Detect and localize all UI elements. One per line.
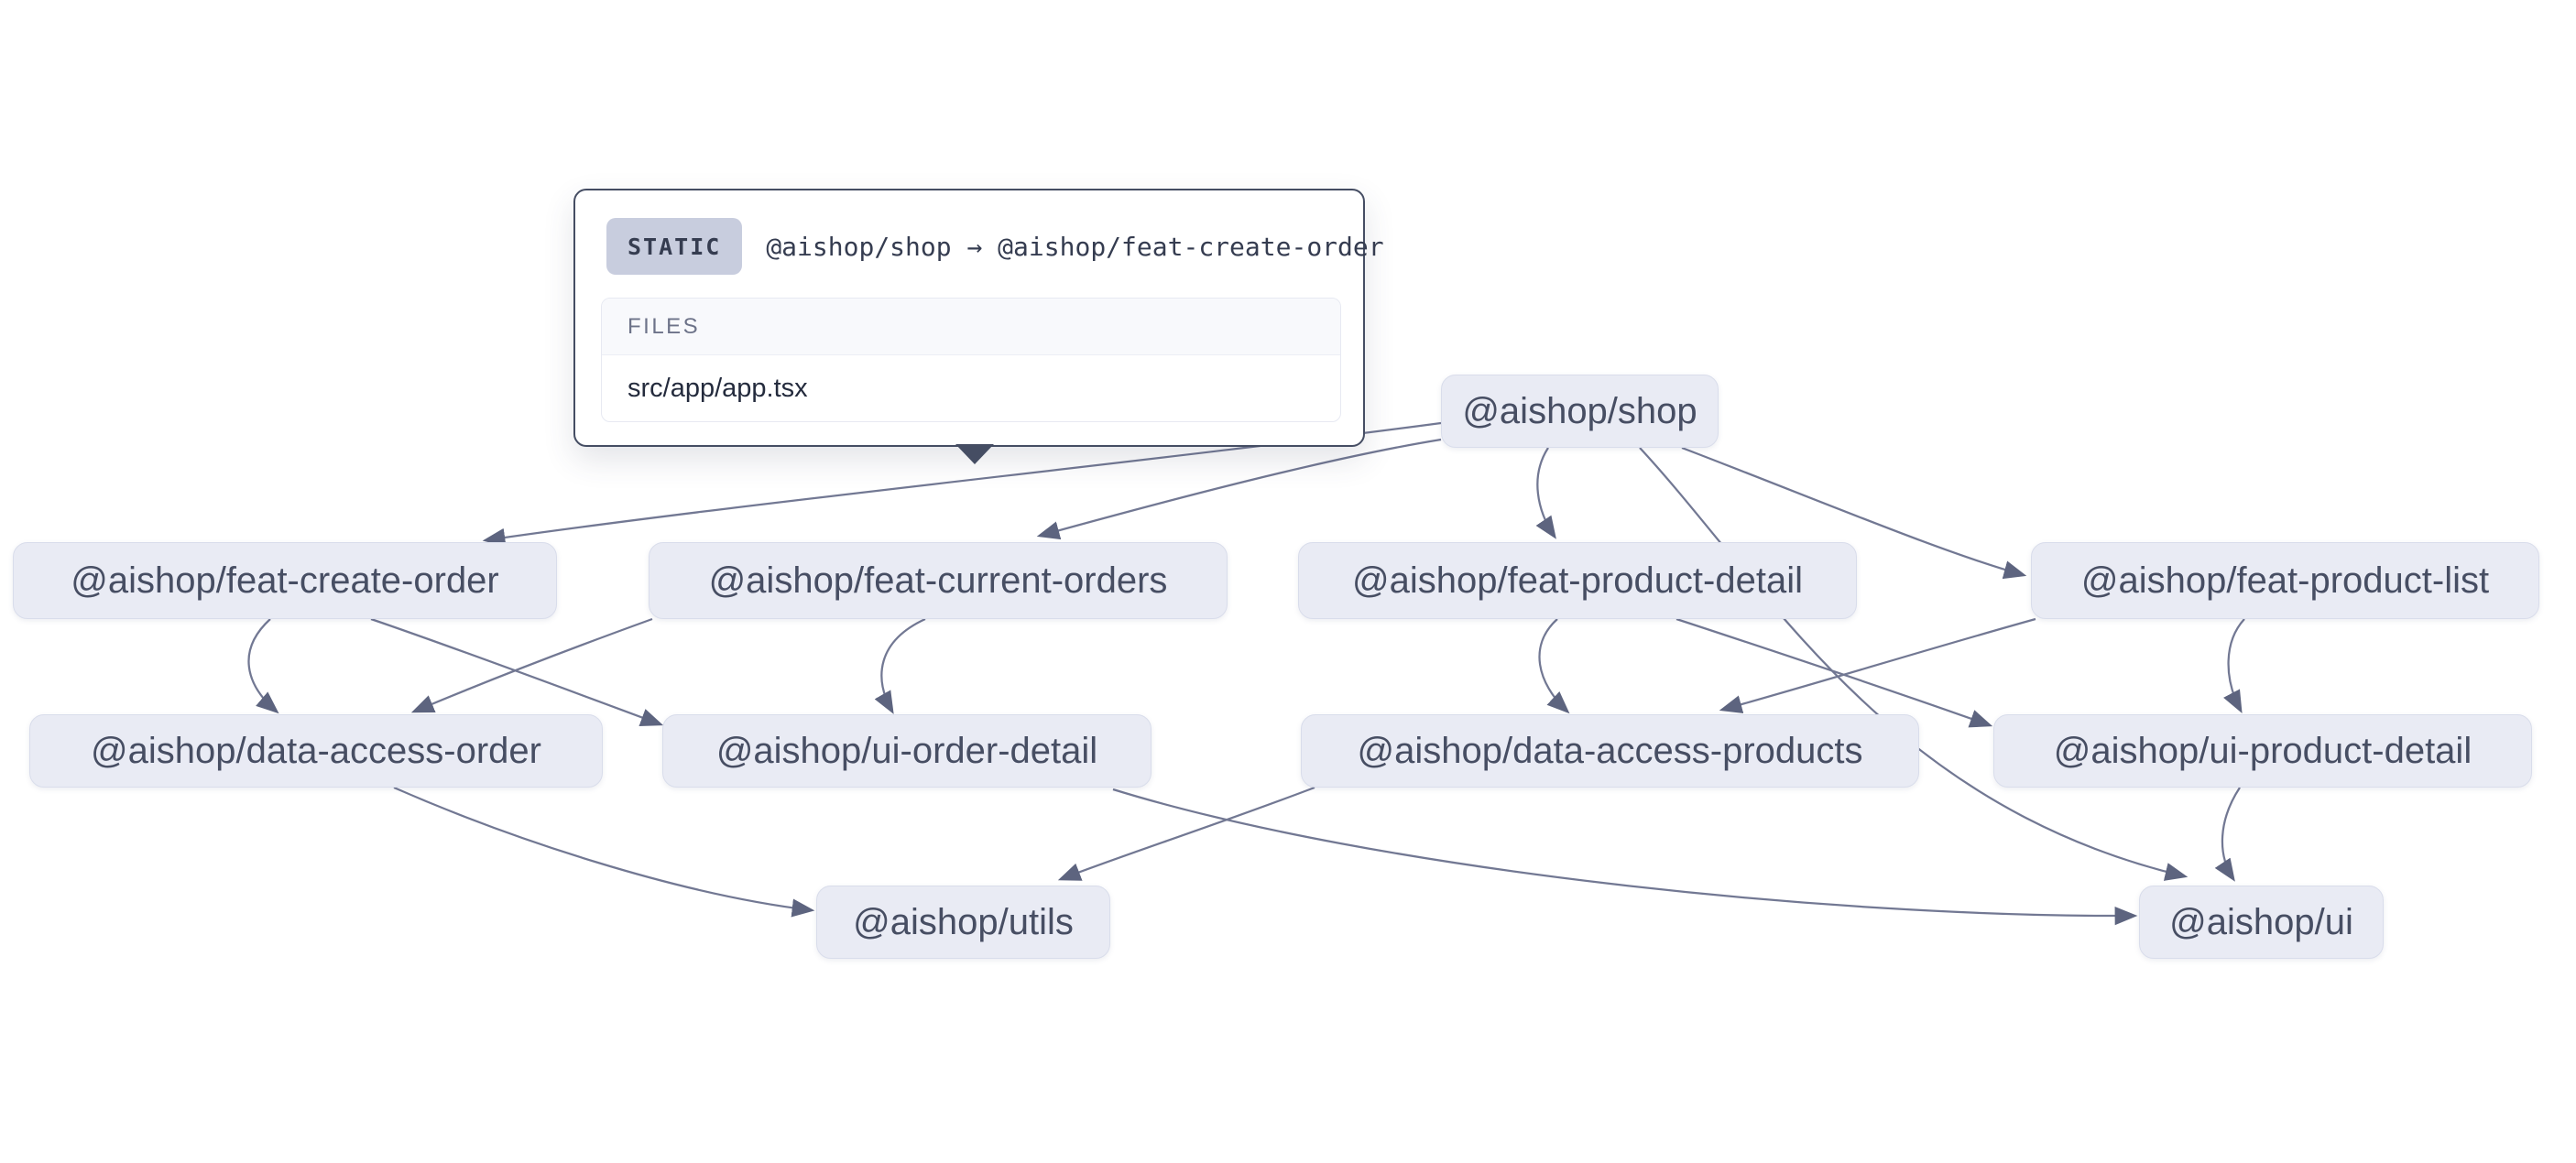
edge-tooltip-header: STATIC @aishop/shop → @aishop/feat-creat…: [606, 218, 1384, 275]
edge-feat-current-orders--ui-order-detail[interactable]: [874, 617, 926, 714]
edge-ui-product-detail--ui[interactable]: [2214, 787, 2241, 882]
edge-ui-order-detail--ui[interactable]: [1112, 788, 2138, 926]
edge-shop--feat-product-list[interactable]: [1681, 446, 2027, 580]
edge-feat-product-list--data-access-products[interactable]: [1719, 617, 2036, 714]
edge-shop--feat-product-detail[interactable]: [1535, 447, 1556, 539]
edge-data-access-products--utils[interactable]: [1057, 786, 1315, 881]
edge-shop--ui[interactable]: [1639, 447, 2189, 881]
node-feat-create-order[interactable]: @aishop/feat-create-order: [13, 542, 557, 619]
tooltip-caret: [955, 444, 994, 464]
files-panel: FILES src/app/app.tsx: [601, 298, 1341, 422]
file-item: src/app/app.tsx: [628, 373, 808, 403]
edge-feat-create-order--data-access-order[interactable]: [247, 618, 279, 714]
edge-feat-product-detail--data-access-products[interactable]: [1538, 618, 1570, 714]
files-panel-header: FILES: [602, 299, 1340, 355]
node-data-access-order[interactable]: @aishop/data-access-order: [29, 714, 603, 788]
edge-data-access-order--utils[interactable]: [393, 786, 815, 918]
node-ui-order-detail[interactable]: @aishop/ui-order-detail: [662, 714, 1152, 788]
edge-type-badge: STATIC: [606, 218, 743, 275]
node-feat-product-list[interactable]: @aishop/feat-product-list: [2031, 542, 2539, 619]
edge-shop--feat-current-orders[interactable]: [1036, 438, 1442, 540]
node-utils[interactable]: @aishop/utils: [816, 886, 1110, 959]
node-ui[interactable]: @aishop/ui: [2139, 886, 2384, 959]
node-ui-product-detail[interactable]: @aishop/ui-product-detail: [1993, 714, 2532, 788]
node-shop[interactable]: @aishop/shop: [1441, 375, 1719, 448]
edge-feat-product-list--ui-product-detail[interactable]: [2223, 618, 2245, 713]
edge-feat-create-order--ui-order-detail[interactable]: [370, 617, 664, 727]
node-feat-current-orders[interactable]: @aishop/feat-current-orders: [649, 542, 1228, 619]
edge-feat-current-orders--data-access-order[interactable]: [410, 617, 653, 713]
node-data-access-products[interactable]: @aishop/data-access-products: [1301, 714, 1919, 788]
node-feat-product-detail[interactable]: @aishop/feat-product-detail: [1298, 542, 1857, 619]
edge-tooltip-title: @aishop/shop → @aishop/feat-create-order: [766, 231, 1384, 262]
edge-tooltip: STATIC @aishop/shop → @aishop/feat-creat…: [573, 189, 1384, 464]
